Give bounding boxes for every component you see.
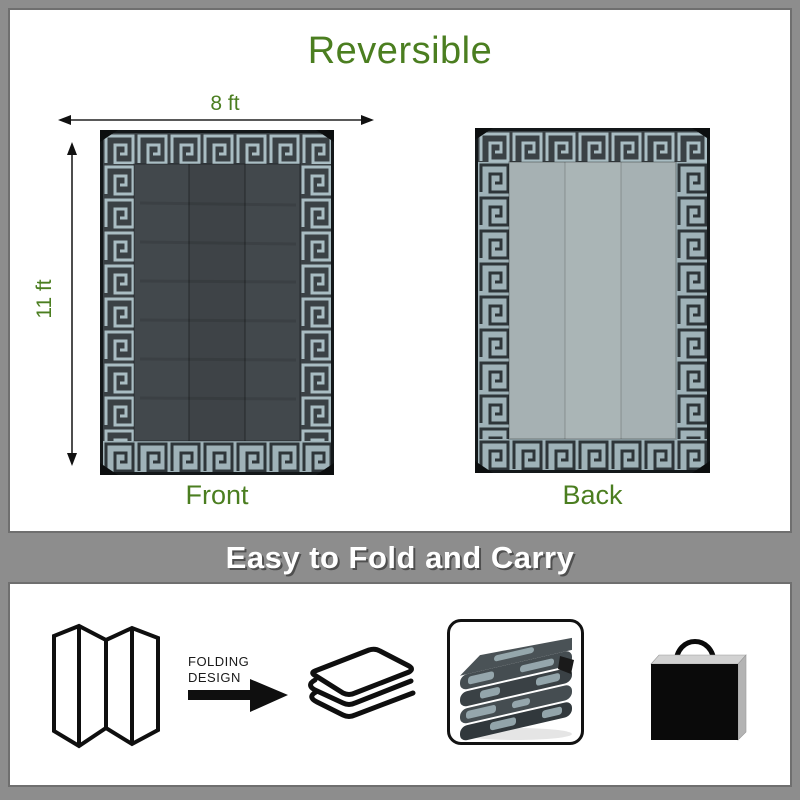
width-dimension-label: 8 ft: [210, 92, 240, 115]
page-title: Reversible: [307, 30, 493, 72]
carry-bag-icon: [650, 639, 747, 741]
height-dimension-arrow: [67, 142, 77, 466]
front-rug-image: [100, 130, 334, 475]
folded-mat-illustration: [460, 637, 574, 741]
back-rug-image: [475, 128, 710, 473]
back-rug-label: Back: [562, 480, 623, 510]
folded-blanket-icon: [308, 646, 416, 719]
banner: Easy to Fold and Carry: [0, 533, 800, 582]
folding-design-line1: FOLDING: [188, 654, 250, 669]
folding-arrow-icon: [188, 679, 288, 712]
folding-design-line2: DESIGN: [188, 670, 241, 685]
banner-text: Easy to Fold and Carry: [225, 539, 575, 575]
folding-design-caption: FOLDING DESIGN: [188, 654, 249, 686]
width-dimension-arrow: [58, 115, 374, 125]
top-panel: Reversible 8 ft 11 ft: [8, 8, 792, 533]
bottom-panel: FOLDING DESIGN: [8, 582, 792, 787]
height-dimension-label: 11 ft: [33, 279, 56, 319]
folded-mat-photo: [447, 619, 584, 745]
accordion-fold-icon: [52, 623, 160, 749]
front-rug-label: Front: [185, 480, 249, 510]
